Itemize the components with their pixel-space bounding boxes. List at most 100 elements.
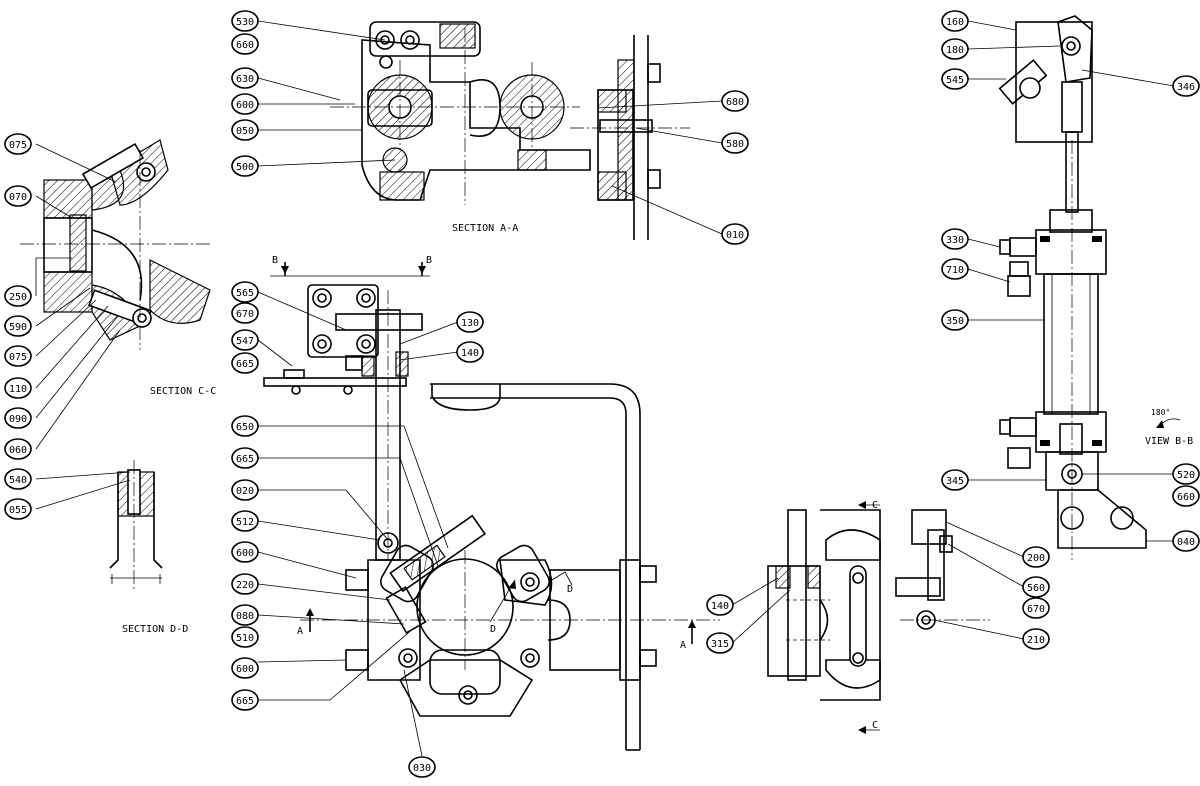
- balloon-590: 590: [4, 315, 32, 337]
- balloon-545: 545: [941, 68, 969, 90]
- section-letter-c-top: C: [872, 500, 878, 511]
- svg-text:512: 512: [236, 517, 254, 528]
- balloon-660: 660: [1172, 485, 1200, 507]
- balloon-055: 055: [4, 498, 32, 520]
- section-a-a-title: SECTION A-A: [452, 223, 518, 234]
- svg-text:590: 590: [9, 322, 27, 333]
- balloon-140: 140: [706, 594, 734, 616]
- svg-text:660: 660: [236, 40, 254, 51]
- balloon-210: 210: [1022, 628, 1050, 650]
- svg-text:030: 030: [413, 763, 431, 774]
- svg-text:346: 346: [1177, 82, 1195, 93]
- balloon-110: 110: [4, 377, 32, 399]
- svg-text:060: 060: [9, 445, 27, 456]
- balloon-330: 330: [941, 228, 969, 250]
- svg-text:670: 670: [236, 309, 254, 320]
- svg-text:055: 055: [9, 505, 27, 516]
- svg-text:600: 600: [236, 548, 254, 559]
- balloon-710: 710: [941, 258, 969, 280]
- svg-text:670: 670: [1027, 604, 1045, 615]
- view-b-b-title: VIEW B-B: [1145, 436, 1193, 447]
- svg-text:140: 140: [711, 601, 729, 612]
- balloon-665: 665: [231, 352, 259, 374]
- balloon-070: 070: [4, 185, 32, 207]
- balloon-040: 040: [1172, 530, 1200, 552]
- svg-text:530: 530: [236, 17, 254, 28]
- svg-text:665: 665: [236, 454, 254, 465]
- top-clamp: [369, 21, 481, 57]
- svg-text:110: 110: [9, 384, 27, 395]
- svg-text:210: 210: [1027, 635, 1045, 646]
- svg-text:565: 565: [236, 288, 254, 299]
- balloon-labels: 530 660 630 600 050 500 680 580 010 160 …: [4, 10, 1200, 778]
- svg-text:650: 650: [236, 422, 254, 433]
- svg-text:680: 680: [726, 97, 744, 108]
- balloon-346: 346: [1172, 75, 1200, 97]
- balloon-075: 075: [4, 345, 32, 367]
- balloon-075: 075: [4, 133, 32, 155]
- cylinder-barrel: [1043, 273, 1099, 415]
- svg-text:345: 345: [946, 476, 964, 487]
- svg-text:180: 180: [946, 45, 964, 56]
- svg-text:545: 545: [946, 75, 964, 86]
- balloon-670: 670: [1022, 597, 1050, 619]
- balloon-580: 580: [721, 132, 749, 154]
- rotation-label: 180°: [1151, 408, 1170, 417]
- section-letter-b-right: B: [426, 255, 432, 266]
- svg-text:520: 520: [1177, 470, 1195, 481]
- c-c-pin: [69, 214, 87, 272]
- leader-lines: [35, 20, 1175, 757]
- svg-text:040: 040: [1177, 537, 1195, 548]
- svg-text:315: 315: [711, 639, 729, 650]
- balloon-250: 250: [4, 285, 32, 307]
- section-letter-d-upper: D: [567, 584, 573, 595]
- base-bracket: [1057, 489, 1147, 549]
- svg-text:200: 200: [1027, 553, 1045, 564]
- balloon-220: 220: [231, 573, 259, 595]
- section-a-a-view: SECTION A-A: [330, 21, 690, 240]
- balloon-140: 140: [456, 341, 484, 363]
- svg-text:075: 075: [9, 352, 27, 363]
- balloon-660: 660: [231, 33, 259, 55]
- section-letter-b-left: B: [272, 255, 278, 266]
- balloon-510: 510: [231, 626, 259, 648]
- balloon-160: 160: [941, 10, 969, 32]
- svg-text:510: 510: [236, 633, 254, 644]
- svg-text:075: 075: [9, 140, 27, 151]
- section-c-c-view: SECTION C-C: [20, 139, 216, 397]
- balloon-350: 350: [941, 309, 969, 331]
- section-c-c-title: SECTION C-C: [150, 386, 216, 397]
- balloon-345: 345: [941, 469, 969, 491]
- view-b-b: 180° VIEW B-B: [998, 15, 1193, 560]
- svg-text:540: 540: [9, 475, 27, 486]
- svg-text:090: 090: [9, 414, 27, 425]
- section-letter-a-left: A: [297, 626, 303, 637]
- svg-text:130: 130: [461, 318, 479, 329]
- balloon-200: 200: [1022, 546, 1050, 568]
- balloon-630: 630: [231, 67, 259, 89]
- bent-tube: [430, 383, 641, 750]
- svg-text:160: 160: [946, 17, 964, 28]
- svg-text:710: 710: [946, 265, 964, 276]
- svg-text:020: 020: [236, 486, 254, 497]
- svg-text:330: 330: [946, 235, 964, 246]
- port-fitting: [1007, 275, 1031, 297]
- section-d-d-view: SECTION D-D: [109, 460, 188, 635]
- trolley-link: [849, 565, 867, 667]
- main-assembly-view: B B: [263, 255, 990, 751]
- svg-text:580: 580: [726, 139, 744, 150]
- balloon-547: 547: [231, 329, 259, 351]
- svg-text:600: 600: [236, 664, 254, 675]
- balloon-600: 600: [231, 657, 259, 679]
- balloon-060: 060: [4, 438, 32, 460]
- balloon-665: 665: [231, 689, 259, 711]
- balloon-650: 650: [231, 415, 259, 437]
- balloon-560: 560: [1022, 576, 1050, 598]
- svg-text:250: 250: [9, 292, 27, 303]
- balloon-665: 665: [231, 447, 259, 469]
- balloon-530: 530: [231, 10, 259, 32]
- balloon-315: 315: [706, 632, 734, 654]
- balloon-180: 180: [941, 38, 969, 60]
- svg-text:010: 010: [726, 230, 744, 241]
